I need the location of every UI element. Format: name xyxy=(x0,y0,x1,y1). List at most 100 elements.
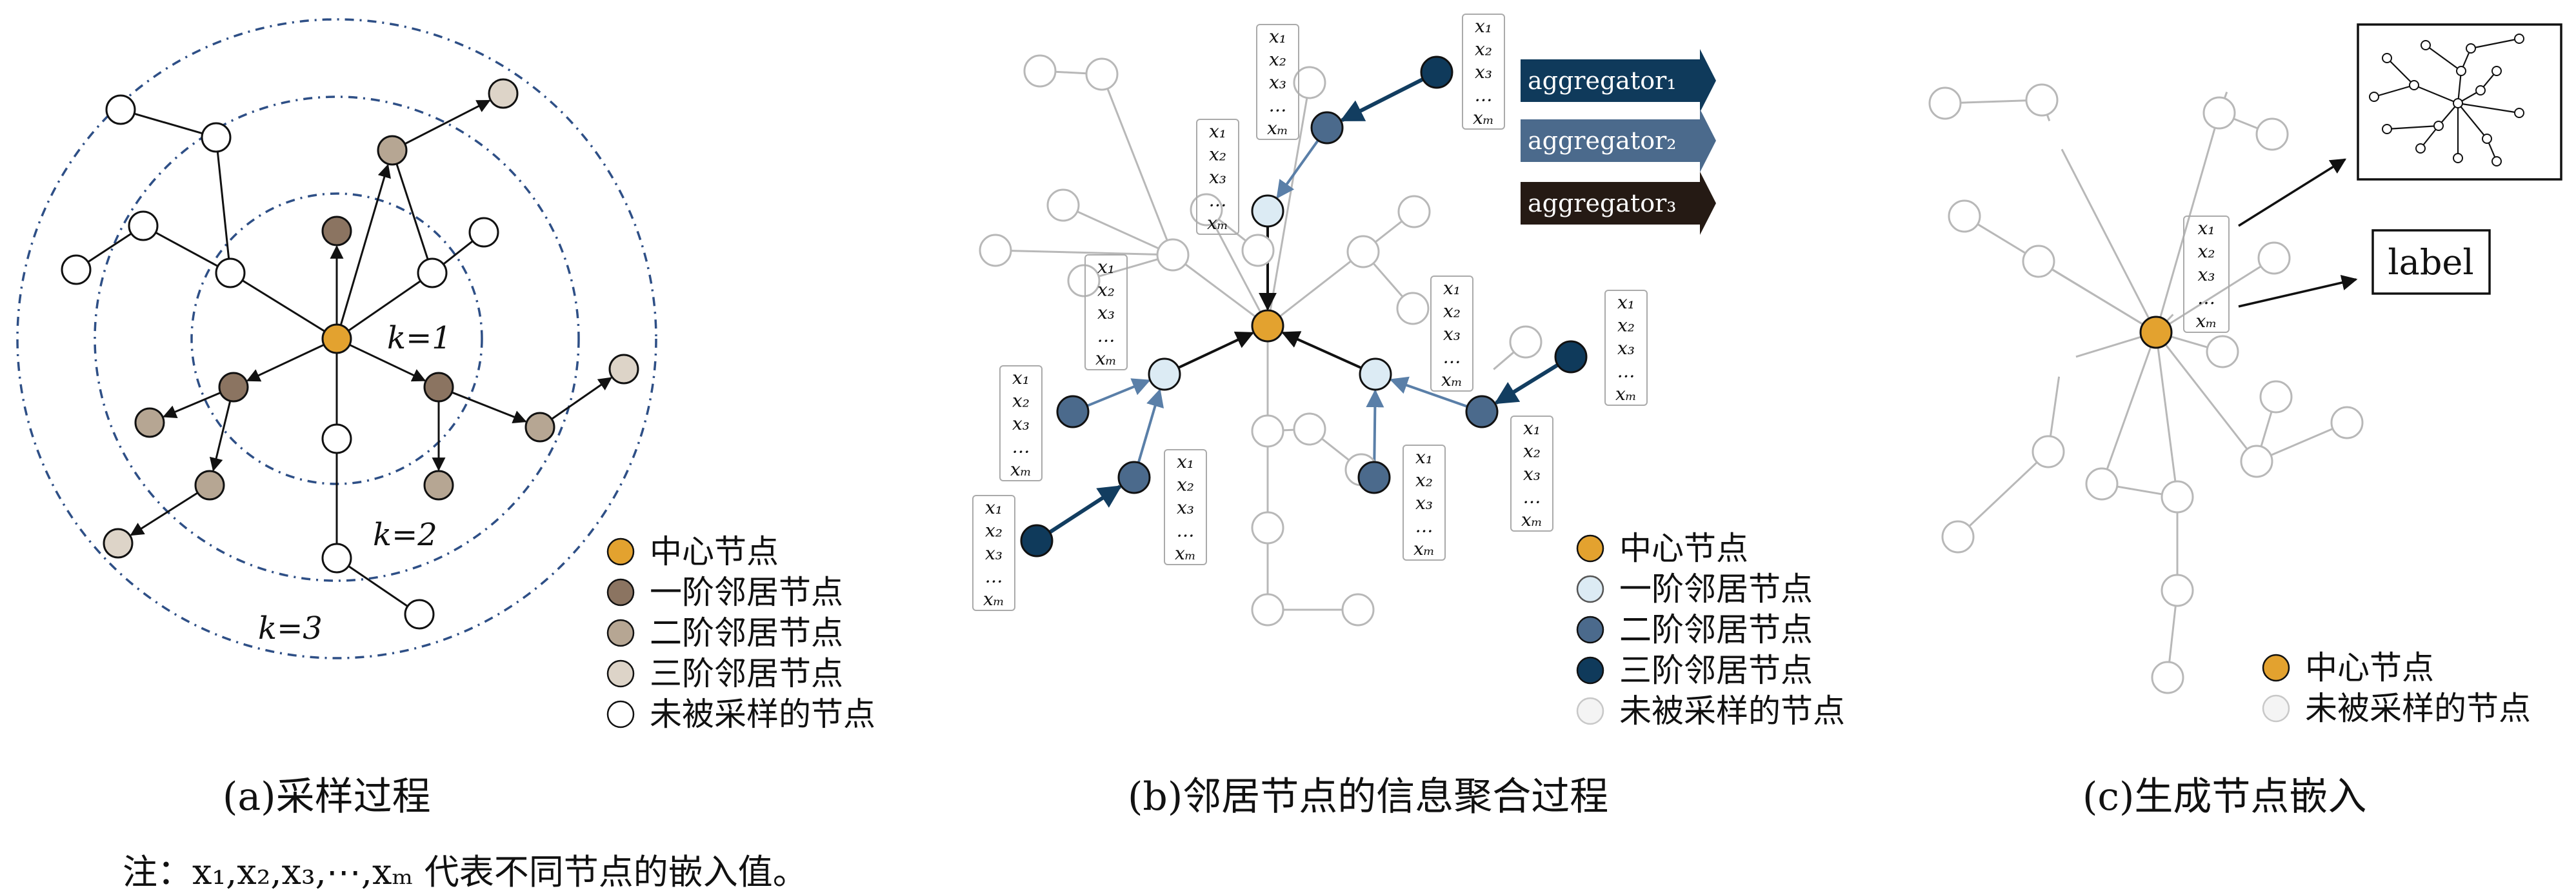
node-c-unsampled-16 xyxy=(2202,96,2236,130)
node-b-s1 xyxy=(1310,111,1344,145)
feature-vector-b-10-line-2: x₃ xyxy=(1523,463,1541,485)
feature-vector-b-2-line-1: x₂ xyxy=(1209,143,1226,165)
thumb-node-15 xyxy=(2491,156,2502,166)
node-c-unsampled-5 xyxy=(1941,520,1975,554)
thumb-node-6 xyxy=(2514,108,2524,118)
feature-vector-c-line-1: x₂ xyxy=(2197,241,2215,262)
feature-vector-b-10-line-4: xₘ xyxy=(1521,509,1543,530)
label-box: label xyxy=(2371,229,2491,295)
node-c-unsampled-15 xyxy=(2255,117,2289,151)
thumb-edge-12 xyxy=(2457,70,2462,104)
feature-vector-b-0-line-1: x₂ xyxy=(1269,48,1286,70)
node-b-s2 xyxy=(1056,395,1090,428)
legend-a-marker-4 xyxy=(606,700,635,728)
thumb-node-3 xyxy=(2415,143,2426,154)
feature-vector-b-1-line-2: x₃ xyxy=(1475,61,1492,83)
caption-c: (c)生成节点嵌入 xyxy=(2082,774,2366,819)
feature-vector-b-3-line-4: xₘ xyxy=(1095,348,1117,369)
feature-vector-b-10-line-0: x₁ xyxy=(1523,417,1541,439)
legend-b-marker-2 xyxy=(1576,616,1604,644)
feature-vector-b-5-line-1: x₂ xyxy=(1177,474,1194,495)
feature-vector-b-8-bracket xyxy=(972,495,1015,611)
feature-vector-b-5-line-2: x₃ xyxy=(1177,497,1194,518)
node-a-o8 xyxy=(468,217,499,248)
edge-b-gray-13 xyxy=(1372,263,1404,297)
node-b-unsampled-18 xyxy=(1241,234,1275,267)
node-b-unsampled-6 xyxy=(1251,414,1284,448)
thumb-node-2 xyxy=(2382,124,2392,134)
edge-o5-o6 xyxy=(134,112,203,135)
thumb-node-0 xyxy=(2382,53,2392,63)
node-c-center xyxy=(2139,316,2173,349)
node-a-f3 xyxy=(423,372,454,403)
node-b-f3 xyxy=(1359,357,1392,391)
feature-vector-b-4-line-1: x₂ xyxy=(1012,390,1030,411)
aggregator-3-arrow xyxy=(1521,172,1716,235)
graph-thumbnail xyxy=(2357,23,2562,181)
node-b-t3 xyxy=(1554,340,1588,374)
edge-c-o2 xyxy=(348,280,421,332)
node-a-t1 xyxy=(488,78,519,109)
thumb-node-7 xyxy=(2491,66,2502,76)
legend-a-marker-2 xyxy=(606,619,635,647)
edge-o4-o7 xyxy=(87,232,132,263)
feature-vector-b-10-line-3: … xyxy=(1523,487,1541,508)
arrow-to-label xyxy=(2238,275,2358,308)
feature-vector-b-6-line-4: xₘ xyxy=(1441,369,1463,390)
arrow-c-s1 xyxy=(339,164,391,326)
thumb-node-8 xyxy=(2466,43,2476,54)
node-a-o4 xyxy=(128,210,159,241)
edge-c-2 xyxy=(1960,99,2027,104)
edge-b-gray-17 xyxy=(1493,351,1515,370)
node-b-unsampled-14 xyxy=(1396,292,1430,325)
edge-c-18 xyxy=(2168,265,2262,325)
node-b-unsampled-15 xyxy=(1509,325,1543,359)
feature-vector-b-10-line-1: x₂ xyxy=(1523,440,1541,461)
arrow-s3-t3 xyxy=(130,492,199,536)
feature-vector-b-9-line-2: x₃ xyxy=(1415,492,1433,514)
node-c-unsampled-3 xyxy=(2022,245,2055,278)
panel-b-aggregation-arrows xyxy=(1048,77,1559,534)
node-a-s3 xyxy=(194,470,225,501)
node-c-unsampled-8 xyxy=(2161,574,2194,607)
legend-a-marker-0 xyxy=(606,537,635,566)
feature-vector-b-2-line-2: x₃ xyxy=(1209,166,1226,188)
edge-c-7 xyxy=(1968,461,2038,527)
thumb-edge-2 xyxy=(2373,84,2415,98)
panel-c-edges xyxy=(1960,92,2333,663)
edge-c-0 xyxy=(2061,148,2150,319)
edge-b-gray-18 xyxy=(1321,437,1350,461)
feature-vector-b-0-line-2: x₃ xyxy=(1269,72,1286,93)
feature-vector-b-8-line-3: … xyxy=(985,566,1003,587)
legend-b-marker-4 xyxy=(1576,697,1604,725)
feature-vector-b-8-line-2: x₃ xyxy=(985,543,1003,564)
feature-vector-b-6-bracket xyxy=(1430,276,1473,392)
k3-label: k=3 xyxy=(258,610,323,647)
feature-vector-b-4-line-0: x₁ xyxy=(1012,367,1030,388)
panel-b-unsampled-edges xyxy=(1010,70,1515,611)
arrow-b-s1-f1 xyxy=(1276,139,1319,199)
node-b-s3 xyxy=(1117,461,1151,494)
thumb-node-1 xyxy=(2409,80,2419,90)
node-b-t1 xyxy=(1420,55,1453,89)
feature-vector-b-6-line-1: x₂ xyxy=(1443,300,1461,321)
feature-vector-b-0-line-3: … xyxy=(1269,95,1287,116)
node-a-s5 xyxy=(524,412,555,443)
feature-vector-b-7-line-3: … xyxy=(1617,361,1635,382)
feature-vector-b-5-line-3: … xyxy=(1177,520,1195,541)
feature-vector-b-1-line-0: x₁ xyxy=(1475,15,1492,37)
node-a-o6 xyxy=(105,94,136,125)
panel-b-aggregation: x₁x₂x₃…xₘx₁x₂x₃…xₘx₁x₂x₃…xₘx₁x₂x₃…xₘx₁x₂… xyxy=(972,14,1845,819)
footnote: 注：x₁,x₂,x₃,⋯,xₘ 代表不同节点的嵌入值。 xyxy=(123,852,808,892)
arrow-b-t3-s5 xyxy=(1494,363,1559,405)
thumb-edge-14 xyxy=(2425,45,2462,72)
legend-b-label-2: 二阶邻居节点 xyxy=(1619,611,1813,648)
node-b-f2 xyxy=(1148,357,1181,391)
thumb-node-4 xyxy=(2453,153,2463,163)
node-a-t2 xyxy=(608,354,639,385)
caption-b: (b)邻居节点的信息聚合过程 xyxy=(1128,774,1608,819)
